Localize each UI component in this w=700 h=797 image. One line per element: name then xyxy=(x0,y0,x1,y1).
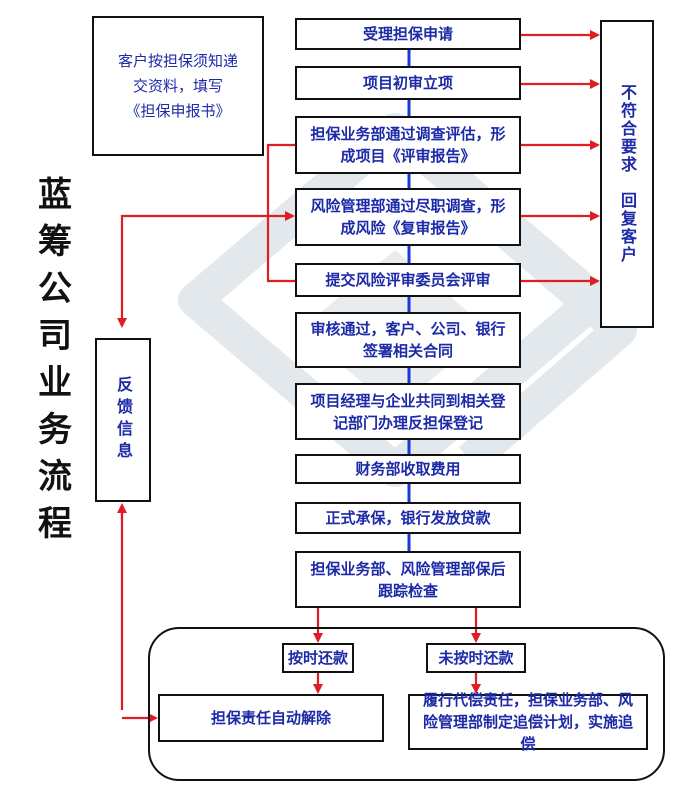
reject-label: 不符合要求 xyxy=(618,84,637,174)
client-note-line: 交资料，填写 xyxy=(132,76,223,95)
step-business-evaluation: 担保业务部通过调查评估，形成项目《评审报告》 xyxy=(295,116,521,174)
step-preliminary-review: 项目初审立项 xyxy=(295,66,521,100)
step-risk-due-diligence: 风险管理部通过尽职调查，形成风险《复审报告》 xyxy=(295,188,521,246)
guarantee-release-box: 担保责任自动解除 xyxy=(158,694,384,742)
step-post-loan-tracking: 担保业务部、风险管理部保后跟踪检查 xyxy=(295,551,521,608)
step-collect-fees: 财务部收取费用 xyxy=(295,454,521,484)
step-counter-guarantee-registration: 项目经理与企业共同到相关登记部门办理反担保登记 xyxy=(295,383,521,440)
step-loan-issued: 正式承保，银行发放贷款 xyxy=(295,502,521,534)
overdue-repayment-box: 未按时还款 xyxy=(426,643,526,673)
feedback-box: 反馈信息 xyxy=(95,338,151,502)
client-note-line: 《担保申报书》 xyxy=(125,101,231,120)
step-accept-application: 受理担保申请 xyxy=(295,18,521,50)
page-title: 蓝筹公司业务流程 xyxy=(38,175,72,544)
reply-label: 回复客户 xyxy=(618,192,637,264)
reject-reply-box: 不符合要求 回复客户 xyxy=(600,20,654,328)
on-time-repayment-box: 按时还款 xyxy=(282,643,354,673)
client-note-line: 客户按担保须知递 xyxy=(117,51,238,70)
step-committee-review: 提交风险评审委员会评审 xyxy=(295,263,521,297)
recovery-plan-box: 履行代偿责任，担保业务部、风险管理部制定追偿计划，实施追偿 xyxy=(408,691,648,753)
step-sign-contracts: 审核通过，客户、公司、银行签署相关合同 xyxy=(295,312,521,368)
client-submission-box: 客户按担保须知递 交资料，填写 《担保申报书》 xyxy=(92,16,264,156)
